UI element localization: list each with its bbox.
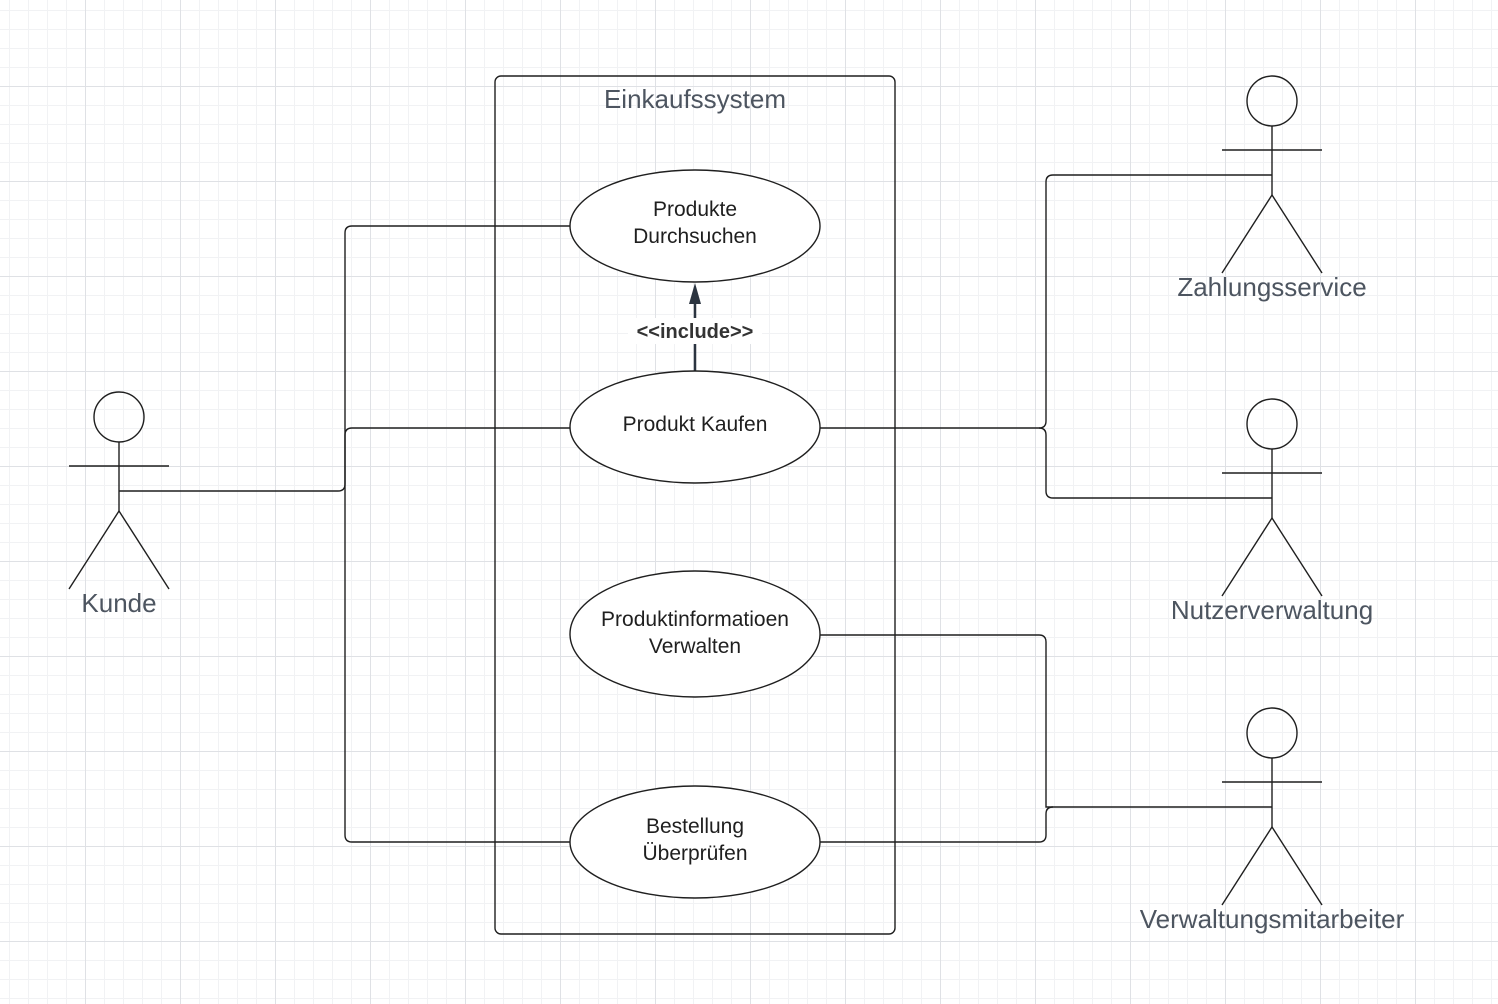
connector-kunde-kaufen[interactable] — [344, 427, 570, 491]
usecase-bestellung-ueberpruefen[interactable]: Bestellung Überprüfen — [569, 785, 821, 899]
system-boundary[interactable] — [494, 75, 896, 935]
actor-verwaltungsmitarbeiter[interactable]: Verwaltungsmitarbeiter — [1140, 707, 1405, 934]
connector-kaufen-nutzerverwaltung[interactable] — [1038, 427, 1272, 499]
usecase-produktinformationen-verwalten[interactable]: Produktinformatioen Verwalten — [569, 570, 821, 698]
actor-leg-left — [1221, 194, 1273, 274]
actor-kunde[interactable]: Kunde — [68, 391, 170, 618]
actor-leg-left — [1221, 517, 1273, 597]
actor-head-icon — [1246, 75, 1298, 127]
usecase-ellipse — [569, 785, 821, 899]
actor-zahlungsservice[interactable]: Zahlungsservice — [1177, 75, 1367, 302]
usecase-label-line1: Produktinformatioen — [601, 608, 789, 631]
include-label: <<include>> — [637, 321, 754, 343]
usecase-ellipse — [569, 169, 821, 283]
connector-kunde-bestellung[interactable] — [344, 491, 570, 843]
connector-bestellung-mitarbeiter[interactable] — [820, 806, 1054, 843]
actor-label: Nutzerverwaltung — [1171, 595, 1373, 625]
actor-label: Zahlungsservice — [1177, 272, 1366, 302]
usecase-label-line2: Durchsuchen — [633, 225, 757, 248]
actor-leg-left — [68, 510, 120, 590]
usecase-produkte-durchsuchen[interactable]: Produkte Durchsuchen — [569, 169, 821, 283]
usecase-ellipse — [569, 570, 821, 698]
actor-label: Verwaltungsmitarbeiter — [1140, 904, 1405, 934]
usecase-label-line1: Bestellung — [646, 815, 744, 838]
actor-head-icon — [1246, 398, 1298, 450]
include-label-bg — [628, 318, 762, 344]
actor-leg-right — [1271, 826, 1323, 906]
usecase-label-line2: Überprüfen — [642, 842, 747, 865]
usecase-label-line2: Verwalten — [649, 635, 741, 658]
actor-leg-left — [1221, 826, 1273, 906]
actor-head-icon — [1246, 707, 1298, 759]
usecase-label-line1: Produkte — [653, 198, 737, 221]
actor-leg-right — [1271, 517, 1323, 597]
actor-leg-right — [118, 510, 170, 590]
connector-kaufen-zahlungsservice[interactable] — [820, 174, 1272, 429]
actor-label: Kunde — [81, 588, 156, 618]
connector-kunde-durchsuchen[interactable] — [119, 225, 570, 492]
actor-nutzerverwaltung[interactable]: Nutzerverwaltung — [1171, 398, 1373, 625]
usecase-ellipse — [569, 370, 821, 484]
actor-leg-right — [1271, 194, 1323, 274]
usecase-label-line1: Produkt Kaufen — [623, 413, 768, 436]
actor-head-icon — [93, 391, 145, 443]
system-title: Einkaufssystem — [604, 84, 786, 114]
include-arrowhead — [689, 283, 701, 304]
usecase-produkt-kaufen[interactable]: Produkt Kaufen — [569, 370, 821, 484]
connector-verwalten-mitarbeiter[interactable] — [820, 634, 1272, 808]
